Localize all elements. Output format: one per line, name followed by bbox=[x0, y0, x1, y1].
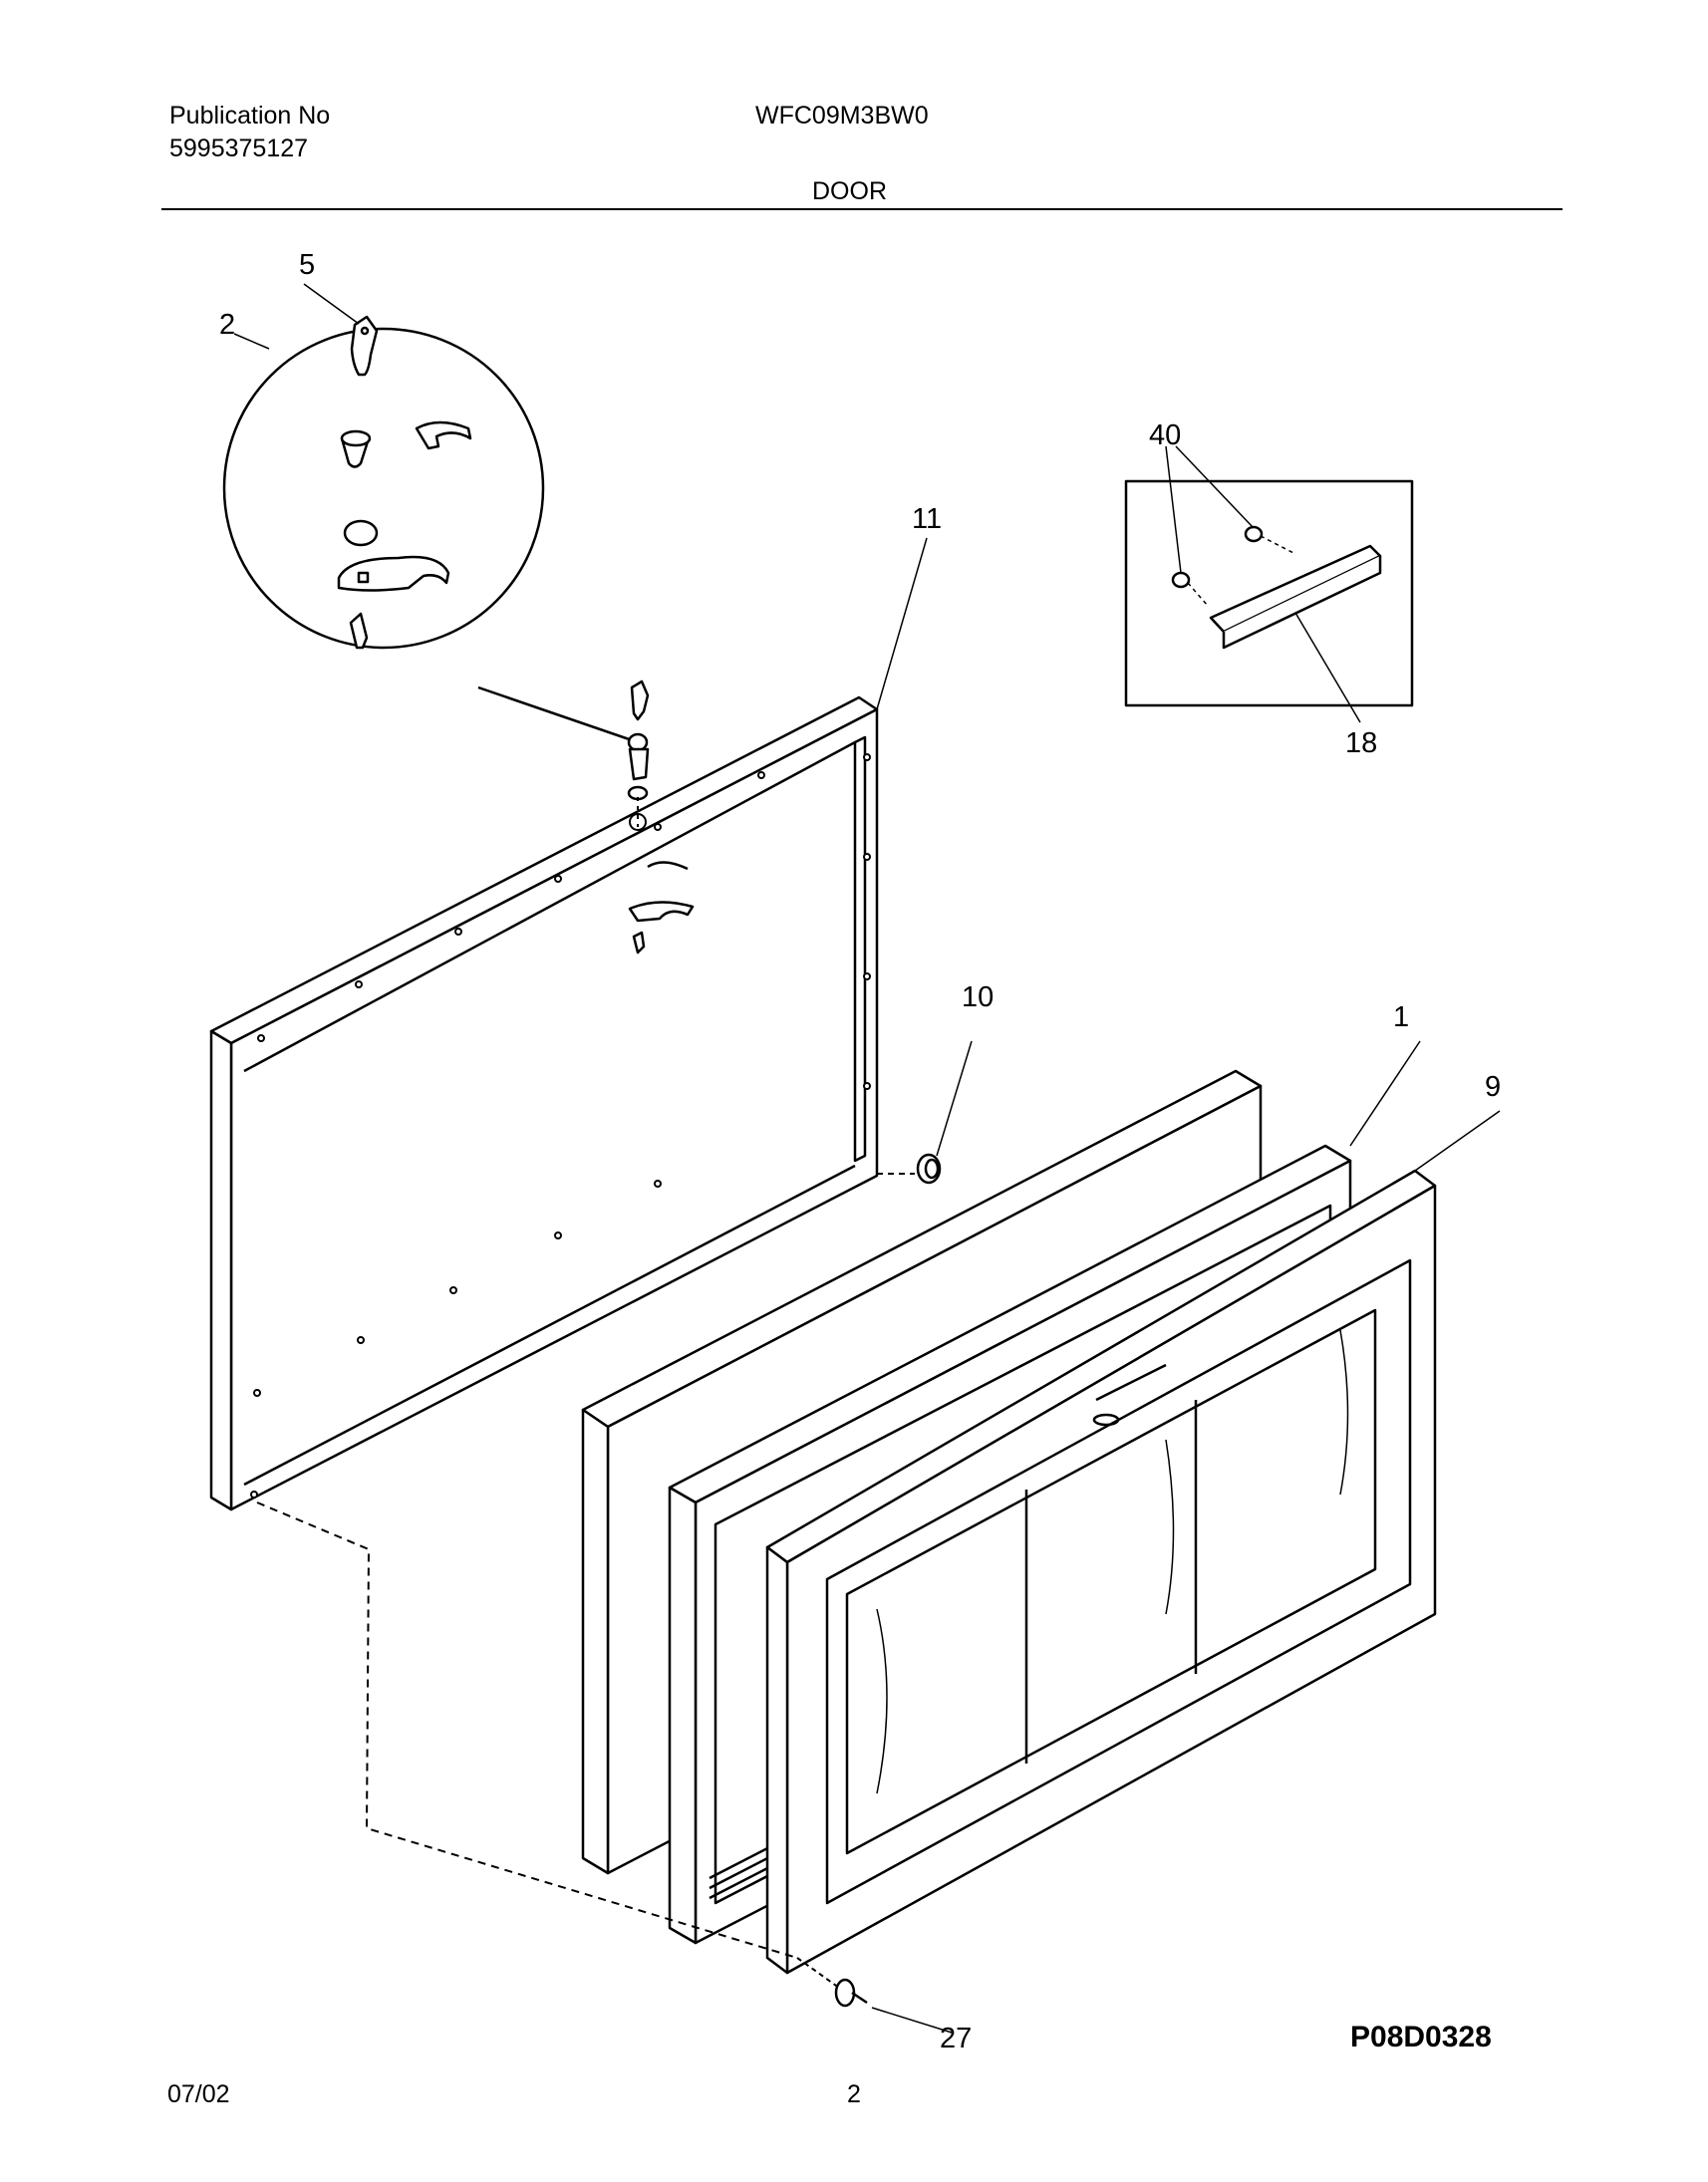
callout-18: 18 bbox=[1345, 727, 1377, 759]
model-number: WFC09M3BW0 bbox=[755, 102, 929, 130]
outer-door-part-9 bbox=[765, 1169, 1437, 1975]
hinge-detail-circle bbox=[222, 315, 639, 744]
header-divider bbox=[161, 208, 1563, 210]
page-number: 2 bbox=[847, 2080, 861, 2108]
callout-leaders bbox=[233, 283, 1501, 2034]
callout-5: 5 bbox=[299, 249, 315, 281]
callout-2: 2 bbox=[219, 309, 235, 341]
callout-9: 9 bbox=[1485, 1071, 1501, 1103]
assembly-path-line bbox=[256, 1501, 798, 1959]
screw-part-27 bbox=[796, 1957, 868, 2008]
callout-11: 11 bbox=[912, 503, 942, 535]
callout-1: 1 bbox=[1393, 1001, 1409, 1033]
handle-detail-box bbox=[1124, 479, 1414, 707]
door-bumper-part-10 bbox=[877, 1153, 942, 1185]
diagram-code: P08D0328 bbox=[1350, 2021, 1492, 2053]
callout-27: 27 bbox=[940, 2023, 972, 2054]
callout-10: 10 bbox=[962, 981, 994, 1013]
footer-date: 07/02 bbox=[167, 2080, 230, 2108]
hinge-parts-installed bbox=[627, 680, 695, 955]
section-title: DOOR bbox=[812, 177, 887, 205]
publication-number: 5995375127 bbox=[169, 135, 309, 162]
publication-label: Publication No bbox=[169, 102, 331, 130]
callout-40: 40 bbox=[1149, 419, 1181, 451]
